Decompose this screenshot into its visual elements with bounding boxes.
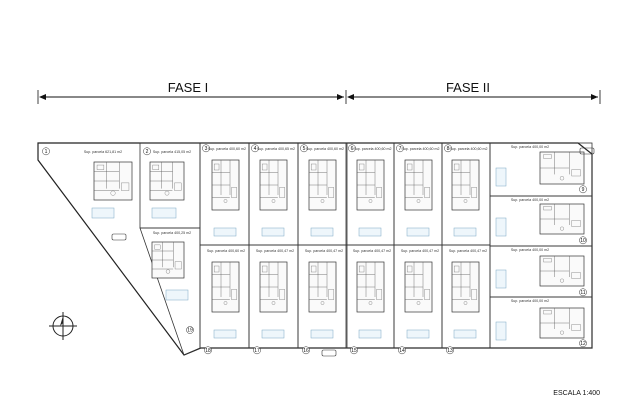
lot-surface-label: Sup. parcela 400,65 m2 — [257, 147, 295, 151]
lot-16: 16 Sup. parcela 400,47 m2 — [297, 244, 348, 355]
lot-number: 6 — [351, 146, 354, 152]
lot-number: 8 — [447, 146, 450, 152]
lot-surface-label: Sup. parcela 400,47 m2 — [256, 249, 294, 253]
lot-surface-label: Sup. parcela 400,60 m2 — [306, 147, 344, 151]
lot-1: 1 Sup. parcela 621,81 m2 — [42, 147, 133, 219]
lot-number: 15 — [351, 348, 357, 354]
lot-13: 13 Sup. parcela 400,47 m2 — [441, 244, 491, 355]
lot-number: 10 — [580, 238, 586, 244]
phase-1-label: FASE I — [168, 80, 208, 95]
lot-number: 19 — [187, 328, 193, 334]
lot-number: 18 — [205, 348, 211, 354]
lots-layer: 1 Sup. parcela 621,81 m2 2 Sup. parcela 415… — [42, 142, 595, 357]
lot-surface-label: Sup. parcela 400,00 m2 — [511, 248, 549, 252]
lot-14: 14 Sup. parcela 400,47 m2 — [393, 244, 443, 355]
lot-surface-label: Sup. parcela 621,81 m2 — [84, 150, 122, 154]
lot-number: 3 — [205, 146, 208, 152]
lot-surface-label: Sup. parcela 400,60 m2 — [401, 147, 439, 151]
north-arrow-icon — [49, 312, 77, 340]
lot-number: 14 — [399, 348, 405, 354]
car-icon — [321, 349, 337, 357]
lot-12: 12 Sup. parcela 400,00 m2 — [489, 296, 593, 349]
lot-surface-label: Sup. parcela 400,47 m2 — [401, 249, 439, 253]
car-icon — [579, 147, 595, 155]
lot-number: 2 — [146, 149, 149, 155]
lot-number: 16 — [303, 348, 309, 354]
lot-number: 7 — [399, 146, 402, 152]
lot-surface-label: Sup. parcela 415,05 m2 — [153, 150, 191, 154]
lot-15: 15 Sup. parcela 400,47 m2 — [345, 244, 395, 355]
phase-2-label: FASE II — [446, 80, 490, 95]
lot-surface-label: Sup. parcela 400,47 m2 — [305, 249, 343, 253]
lot-surface-label: Sup. parcela 400,25 m2 — [153, 231, 191, 235]
lot-surface-label: Sup. parcela 400,47 m2 — [449, 249, 487, 253]
lot-number: 4 — [254, 146, 257, 152]
lot-number: 5 — [303, 146, 306, 152]
lot-11: 11 Sup. parcela 400,00 m2 — [489, 245, 593, 298]
lot-surface-label: Sup. parcela 400,60 m2 — [208, 147, 246, 151]
lot-17: 17 Sup. parcela 400,47 m2 — [248, 244, 299, 355]
lot-surface-label: Sup. parcela 400,47 m2 — [353, 249, 391, 253]
lot-number: 1 — [45, 149, 48, 155]
lot-surface-label: Sup. parcela 400,60 m2 — [207, 249, 245, 253]
lot-surface-label: Sup. parcela 400,60 m2 — [353, 147, 391, 151]
lot-9: 9 Sup. parcela 400,00 m2 — [489, 142, 593, 197]
lot-number: 9 — [582, 187, 585, 193]
lot-surface-label: Sup. parcela 400,00 m2 — [511, 198, 549, 202]
lot-number: 12 — [580, 341, 586, 347]
lot-number: 17 — [254, 348, 260, 354]
scale-label: ESCALA 1:400 — [553, 390, 600, 397]
lot-19: Sup. parcela 400,25 m2 19 — [139, 227, 201, 356]
lot-surface-label: Sup. parcela 400,60 m2 — [449, 147, 487, 151]
lot-number: 13 — [447, 348, 453, 354]
lot-10: 10 Sup. parcela 400,00 m2 — [489, 195, 593, 247]
lot-number: 11 — [580, 290, 585, 296]
lot-surface-label: Sup. parcela 400,00 m2 — [511, 299, 549, 303]
lot-2: 2 Sup. parcela 415,05 m2 — [139, 142, 201, 229]
lot-surface-label: Sup. parcela 400,00 m2 — [511, 145, 549, 149]
car-icon — [111, 233, 127, 241]
lot-18: 18 Sup. parcela 400,60 m2 — [199, 244, 250, 355]
